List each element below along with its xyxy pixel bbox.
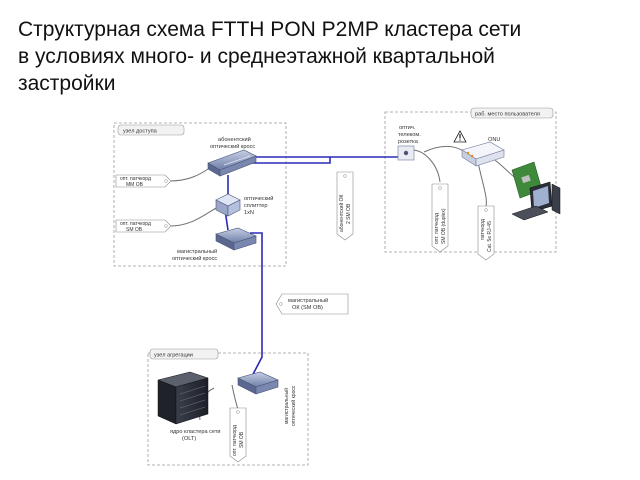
patchcord-duplex-tag: опт. патчкорд SM ОВ (duplex) [431,183,449,253]
svg-text:ОК (SM ОВ): ОК (SM ОВ) [292,305,323,311]
trunk-cross-label-access: магистральный оптический кросс [172,248,217,262]
svg-text:абонентский ОК: абонентский ОК [338,194,345,232]
svg-text:опт. патчкорд: опт. патчкорд [120,176,151,182]
user-place-label: раб. место пользователя [475,112,540,118]
svg-text:абонентский: абонентский [218,136,251,143]
svg-text:ядро кластера сети: ядро кластера сети [170,429,221,435]
svg-text:опт. патчкорд: опт. патчкорд [434,213,440,244]
svg-text:телеком.: телеком. [398,132,421,138]
svg-text:оптический кросс: оптический кросс [290,385,297,426]
svg-text:опт. патчкорд: опт. патчкорд [232,425,238,456]
svg-text:SM ОВ (duplex): SM ОВ (duplex) [441,208,447,244]
access-node-frame: узел доступа [113,122,287,267]
optical-socket-device [397,145,415,161]
svg-text:оптический кросс: оптический кросс [172,255,217,262]
subscriber-cross-label: абонентский оптический кросс [210,136,255,150]
svg-text:Cat. 5e RJ-45: Cat. 5e RJ-45 [487,221,493,252]
svg-text:сплиттер: сплиттер [244,203,268,209]
trunk-cable-tag: магистральный ОК (SM ОВ) [275,293,349,315]
onu-device [461,141,505,167]
olt-device [157,371,209,425]
title-line-1: Структурная схема FTTH PON P2MP кластера… [18,18,522,41]
svg-text:оптический кросс: оптический кросс [210,143,255,150]
svg-text:2 SM ОВ: 2 SM ОВ [346,203,352,224]
splitter-label: оптический сплиттер 1xN [244,195,273,216]
warning-icon [453,130,467,143]
subscriber-cable-tag: абонентский ОК 2 SM ОВ [336,171,354,241]
patchcord-mm-tag: опт. патчкорд ММ ОВ [115,174,172,188]
trunk-cross-label-aggregation: магистральный оптический кросс [283,385,297,426]
olt-label: ядро кластера сети (OLT) [170,429,221,442]
subscriber-cross-device [207,149,257,177]
access-node-label: узел доступа [123,129,158,135]
patchcord-cat5-tag: патчкорд Cat. 5e RJ-45 [477,205,495,261]
svg-text:ММ ОВ: ММ ОВ [126,182,144,188]
svg-text:(OLT): (OLT) [182,436,196,442]
user-place-frame: раб. место пользователя [384,107,557,253]
title-line-3: застройки [18,72,116,95]
svg-text:оптич.: оптич. [399,125,416,131]
svg-text:патчкорд: патчкорд [480,219,486,240]
page-title: Структурная схема FTTH PON P2MP кластера… [18,16,628,97]
svg-text:опт. патчкорд: опт. патчкорд [120,221,151,227]
aggregation-node-label: узел агрегации [154,353,193,359]
splitter-device [215,193,241,217]
computer-icon [511,181,561,221]
trunk-cross-device-aggregation [237,371,279,395]
aggregation-node-frame: узел агрегации [147,348,309,466]
svg-text:1xN: 1xN [244,210,254,216]
patchcord-sm-tag-access: опт. патчкорд SM ОВ [115,219,172,233]
svg-text:SM ОВ: SM ОВ [126,227,143,233]
svg-text:розетка: розетка [398,139,419,145]
svg-text:оптический: оптический [244,195,273,202]
optical-socket-label: оптич. телеком. розетка [398,125,421,145]
fiber-lines [224,156,400,381]
title-line-2: в условиях много- и среднеэтажной кварта… [18,45,495,68]
onu-label: ONU [488,137,500,143]
svg-text:магистральный: магистральный [288,297,328,304]
svg-text:SM ОВ: SM ОВ [239,431,245,448]
patchcord-sm-tag-aggregation: опт. патчкорд SM ОВ [229,407,247,463]
trunk-cross-device-access [215,227,257,251]
svg-text:магистральный: магистральный [177,248,217,255]
svg-text:магистральный: магистральный [283,388,290,424]
